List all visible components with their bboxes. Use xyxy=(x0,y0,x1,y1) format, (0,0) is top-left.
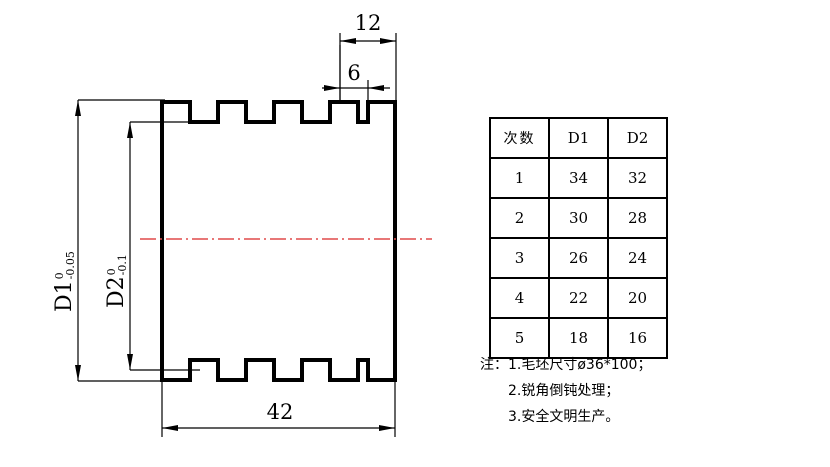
dimension-d2-arrows xyxy=(127,122,133,370)
table-cell-count: 3 xyxy=(489,237,550,279)
drawing-notes: 注：1.毛坯尺寸ø36*100； 2.锐角倒钝处理； 3.安全文明生产。 xyxy=(480,352,740,430)
table-cell-d1: 30 xyxy=(548,197,609,239)
table-row: 3 26 24 xyxy=(489,237,668,279)
label-d2-text: D2 xyxy=(104,276,129,308)
dimension-42-arrows xyxy=(162,425,395,431)
table-cell-d1: 26 xyxy=(548,237,609,279)
table-row: 4 22 20 xyxy=(489,277,668,319)
table-cell-d2: 16 xyxy=(607,317,668,359)
dimension-42-text: 42 xyxy=(267,400,294,424)
note-line-3: 3.安全文明生产。 xyxy=(508,409,620,425)
table-cell-d2: 20 xyxy=(607,277,668,319)
part-outline xyxy=(160,100,397,382)
table-cell-d1: 22 xyxy=(548,277,609,319)
table-header-d1: D1 xyxy=(548,117,609,159)
table-cell-count: 4 xyxy=(489,277,550,319)
dimension-42 xyxy=(161,382,396,437)
label-d1-tolerance: 0-0.05 xyxy=(53,251,77,280)
table-cell-d2: 32 xyxy=(607,157,668,199)
table-header-row: 次数 D1 D2 xyxy=(489,117,668,159)
table-row: 2 30 28 xyxy=(489,197,668,239)
label-d2-tol-lower: -0.1 xyxy=(116,254,129,276)
table-cell-count: 5 xyxy=(489,317,550,359)
dimension-d1-arrows xyxy=(75,100,81,381)
dimension-6-arrows xyxy=(324,85,384,91)
table-row: 1 34 32 xyxy=(489,157,668,199)
dimension-schedule-table: 次数 D1 D2 1 34 32 2 30 28 3 26 24 4 22 xyxy=(489,117,668,359)
note-line-2: 2.锐角倒钝处理； xyxy=(508,383,620,399)
dimension-12-text: 12 xyxy=(355,11,382,35)
label-d1-tol-lower: -0.05 xyxy=(64,251,77,280)
dimension-d1 xyxy=(77,99,165,382)
table-header-count: 次数 xyxy=(489,117,550,159)
table-cell-d1: 34 xyxy=(548,157,609,199)
dimension-6-text: 6 xyxy=(347,61,360,85)
dimension-12-arrows xyxy=(340,38,396,44)
table-header-d2: D2 xyxy=(607,117,668,159)
table-cell-d2: 28 xyxy=(607,197,668,239)
table-cell-d2: 24 xyxy=(607,237,668,279)
note-line-1: 注：1.毛坯尺寸ø36*100； xyxy=(480,357,652,373)
table-cell-count: 1 xyxy=(489,157,550,199)
table-cell-d1: 18 xyxy=(548,317,609,359)
label-d2-tolerance: 0-0.1 xyxy=(105,254,129,276)
label-d1-text: D1 xyxy=(52,280,77,312)
dimension-d2 xyxy=(129,121,200,371)
table-row: 5 18 16 xyxy=(489,317,668,359)
table-cell-count: 2 xyxy=(489,197,550,239)
